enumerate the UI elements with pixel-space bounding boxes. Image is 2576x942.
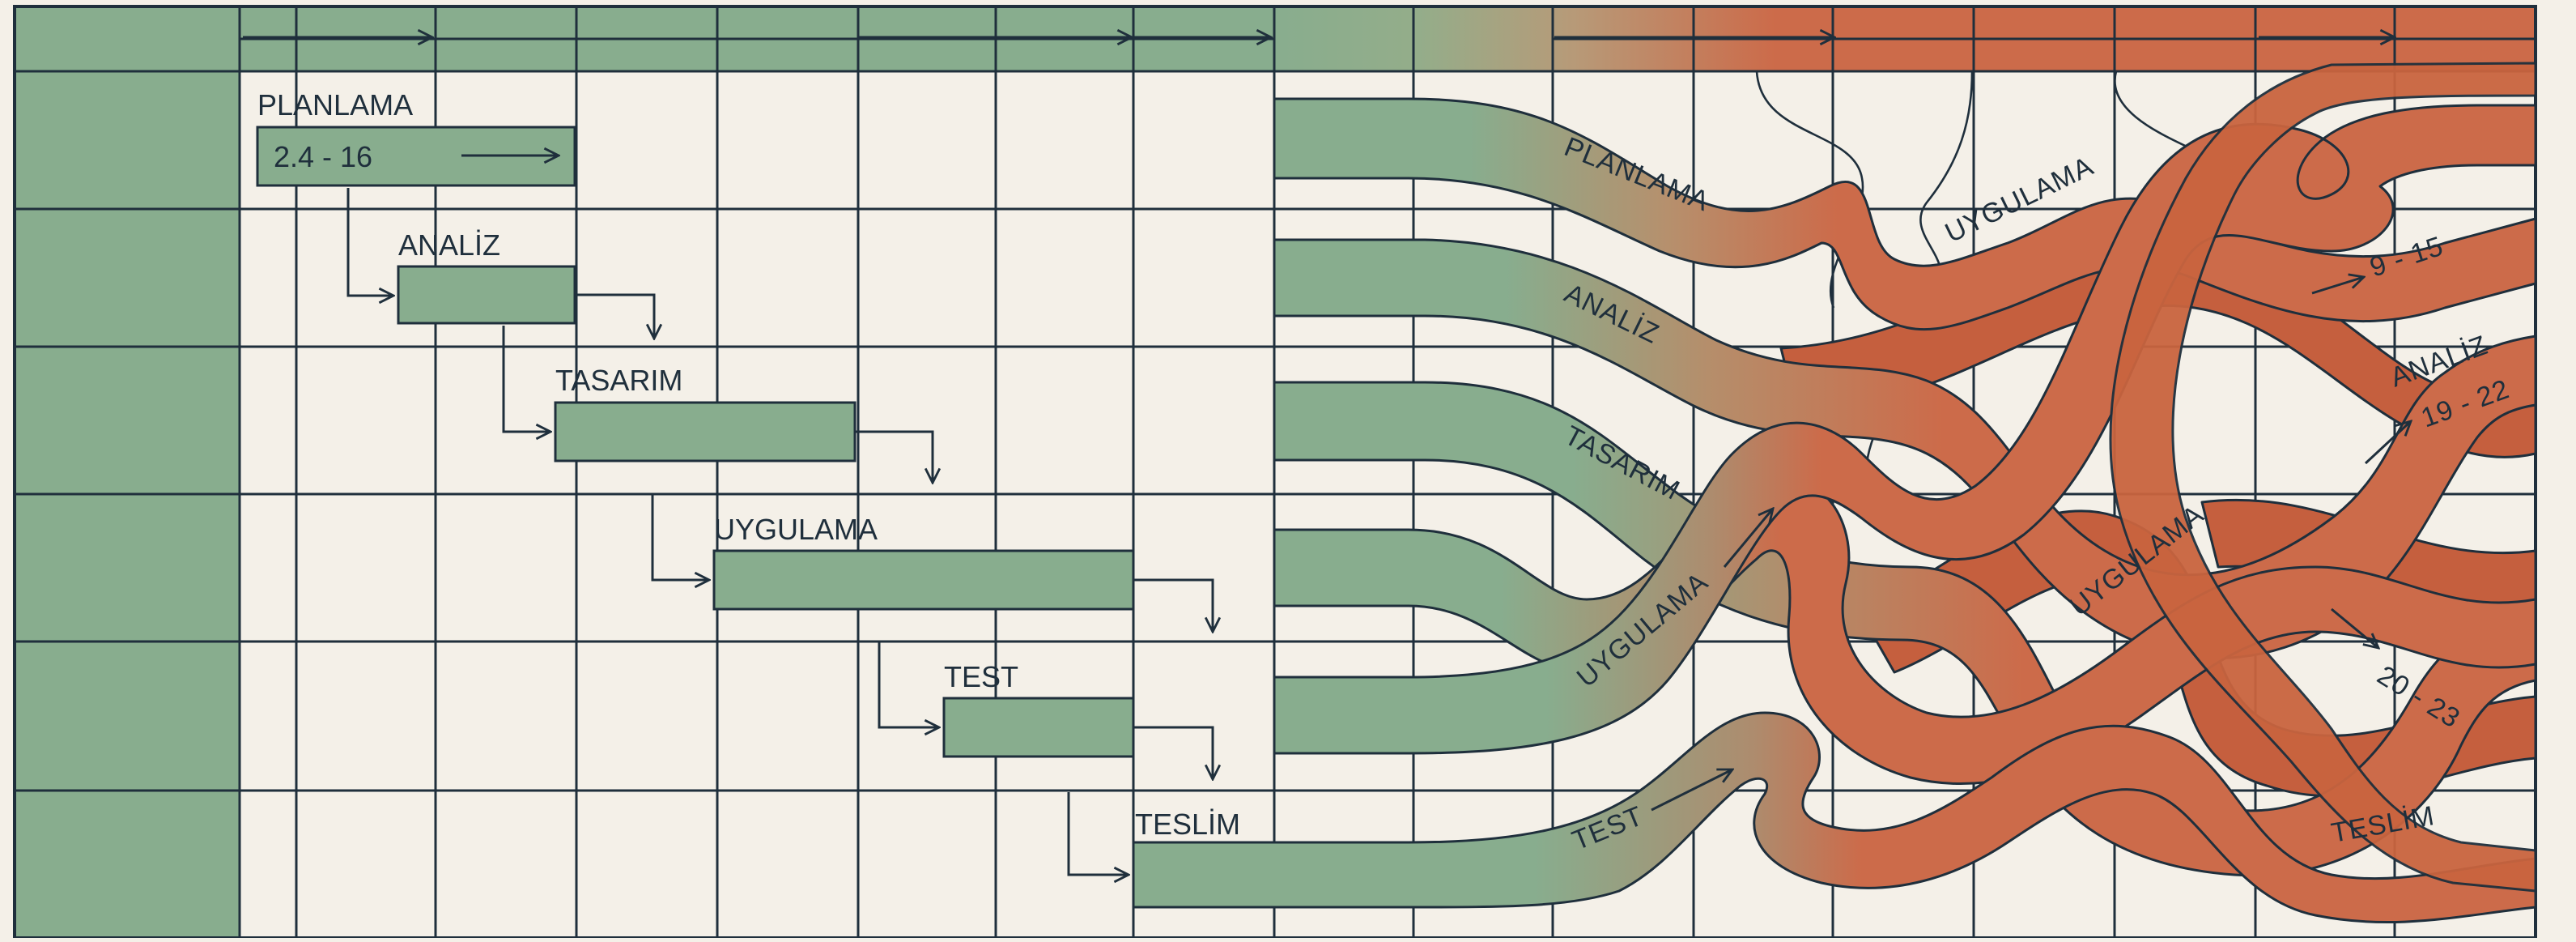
bar-test xyxy=(944,698,1133,757)
bar-analiz xyxy=(398,266,575,323)
phase-label-tasarim: TASARIM xyxy=(555,364,682,397)
bar-tasarim xyxy=(555,403,855,461)
phase-label-teslim: TESLİM xyxy=(1135,808,1240,841)
phase-label-uygulama: UYGULAMA xyxy=(714,513,878,546)
row-label-column xyxy=(15,6,240,938)
phase-label-test: TEST xyxy=(944,660,1018,693)
bar-planlama-dates: 2.4 - 16 xyxy=(274,140,372,173)
phase-label-planlama: PLANLAMA xyxy=(257,88,413,121)
phase-label-analiz: ANALİZ xyxy=(398,228,500,262)
bar-uygulama xyxy=(714,551,1133,609)
